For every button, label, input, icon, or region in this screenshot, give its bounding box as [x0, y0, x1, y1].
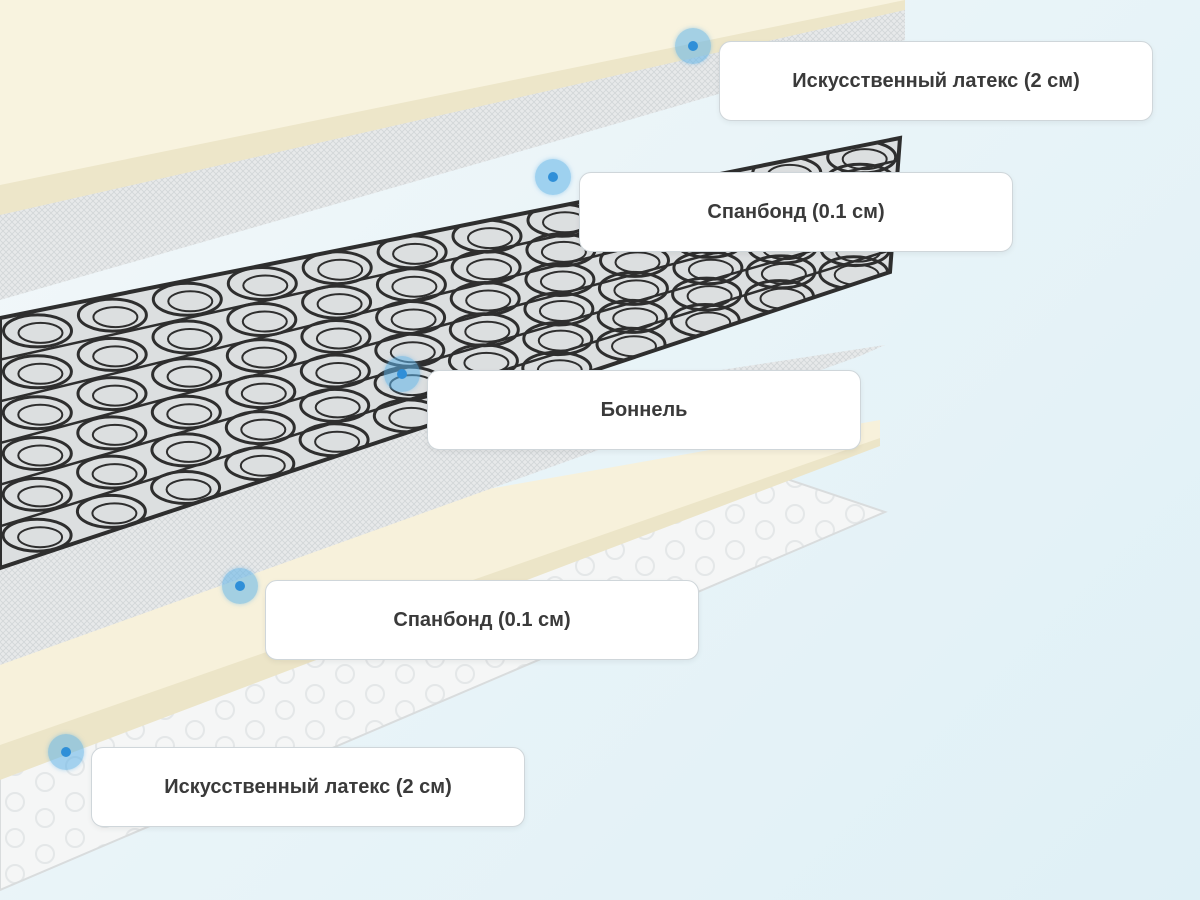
spring-coil: [241, 310, 288, 333]
spring-coil: [91, 463, 138, 486]
spring-coil: [92, 306, 139, 329]
label-lower-spunbond: Спанбонд (0.1 см): [265, 580, 699, 660]
spring-coil: [151, 357, 223, 393]
spring-coil: [76, 415, 148, 451]
spring-coil: [596, 298, 668, 334]
spring-coil: [317, 258, 364, 281]
hotspot-lower-spunbond[interactable]: [222, 568, 258, 604]
spring-coil: [841, 148, 888, 171]
hotspot-bonnel[interactable]: [384, 356, 420, 392]
spring-coil: [225, 338, 297, 374]
spring-coil: [540, 240, 587, 263]
spring-coil: [464, 320, 511, 343]
spring-coil: [314, 430, 361, 453]
spring-coil: [167, 328, 213, 350]
spring-coil: [671, 276, 743, 312]
spring-coil: [150, 432, 222, 468]
spring-coil: [76, 376, 148, 412]
spring-coil: [315, 327, 362, 350]
spring-coil: [522, 321, 594, 357]
spring-coil: [539, 270, 586, 293]
hotspot-bottom-latex[interactable]: [48, 734, 84, 770]
spring-coil: [225, 374, 297, 410]
spring-coil: [165, 440, 212, 463]
spring-coil: [467, 227, 513, 250]
spring-coil: [166, 403, 213, 426]
label-bottom-latex: Искусственный латекс (2 см): [91, 747, 525, 827]
spring-coil: [538, 300, 585, 322]
spring-coil: [76, 297, 148, 333]
spring-coil: [242, 274, 289, 297]
spring-coil: [240, 382, 287, 405]
spring-coil: [314, 396, 361, 419]
spring-coil: [1, 436, 73, 471]
spring-coil: [466, 258, 513, 281]
spring-coil: [1, 476, 73, 512]
spring-coil: [17, 362, 64, 385]
spring-coil: [17, 321, 64, 344]
spring-coil: [150, 394, 222, 430]
spring-coil: [597, 270, 669, 306]
spring-coil: [1, 354, 73, 390]
spring-coil: [76, 336, 148, 372]
spring-wire: [0, 226, 894, 486]
spring-coil: [166, 365, 213, 388]
spring-coil: [91, 502, 138, 525]
spring-coil: [239, 454, 286, 477]
spring-coil: [2, 313, 73, 349]
spring-coil: [17, 526, 64, 549]
spring-coil: [392, 242, 439, 265]
label-top-latex: Искусственный латекс (2 см): [719, 41, 1153, 121]
spring-coil: [151, 319, 223, 355]
spring-coil: [316, 293, 363, 316]
spring-coil: [151, 281, 223, 317]
spring-coil: [315, 362, 362, 384]
spring-coil: [465, 289, 512, 312]
spring-coil: [224, 410, 296, 446]
spring-coil: [91, 423, 138, 446]
hotspot-upper-spunbond[interactable]: [535, 159, 571, 195]
spring-coil: [523, 291, 595, 327]
label-upper-spunbond: Спанбонд (0.1 см): [579, 172, 1013, 252]
spring-coil: [17, 485, 64, 508]
spring-coil: [1, 517, 73, 553]
spring-coil: [226, 302, 298, 337]
upper-spunbond-sheet: [0, 0, 905, 300]
spring-coil: [17, 403, 64, 426]
spring-coil: [165, 478, 212, 501]
spring-coil: [241, 346, 288, 369]
spring-coil: [75, 493, 147, 529]
spring-coil: [391, 275, 438, 298]
spring-coil: [92, 345, 139, 368]
spring-coil: [150, 470, 222, 505]
hotspot-top-latex[interactable]: [675, 28, 711, 64]
spring-coil: [1, 395, 73, 431]
spring-coil: [92, 384, 138, 407]
spring-coil: [76, 454, 148, 490]
spring-coil: [167, 290, 214, 313]
spring-coil: [390, 308, 437, 331]
spring-coil: [524, 262, 596, 297]
spring-coil: [17, 444, 64, 467]
label-bonnel: Боннель: [427, 370, 861, 450]
spring-coil: [240, 418, 287, 441]
spring-coil: [537, 329, 584, 352]
